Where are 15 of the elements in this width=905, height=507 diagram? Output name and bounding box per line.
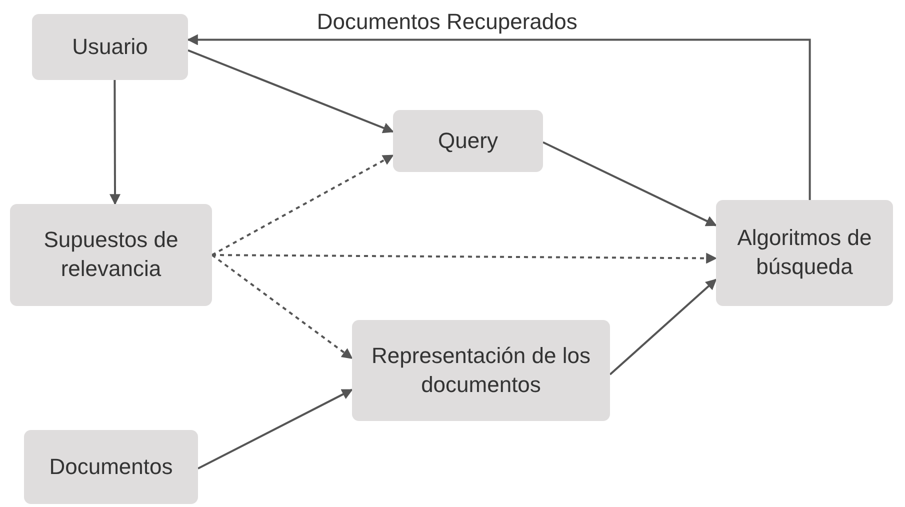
- arrow: [110, 80, 120, 206]
- process-box: Query: [393, 110, 543, 172]
- arrow: [542, 141, 717, 226]
- dashed-arrow: [212, 252, 718, 264]
- process-box: Representación de los documentos: [352, 320, 610, 421]
- dashed-arrow: [212, 154, 394, 256]
- process-box: Usuario: [32, 14, 188, 80]
- arrow: [186, 34, 811, 200]
- dashed-arrow: [211, 254, 353, 360]
- arrow: [188, 49, 394, 134]
- process-box: Documentos: [24, 430, 198, 504]
- arrow: [198, 388, 353, 470]
- process-box: Supuestos de relevancia: [10, 204, 212, 306]
- arrow: [609, 278, 717, 376]
- process-box: Algoritmos de búsqueda: [716, 200, 893, 306]
